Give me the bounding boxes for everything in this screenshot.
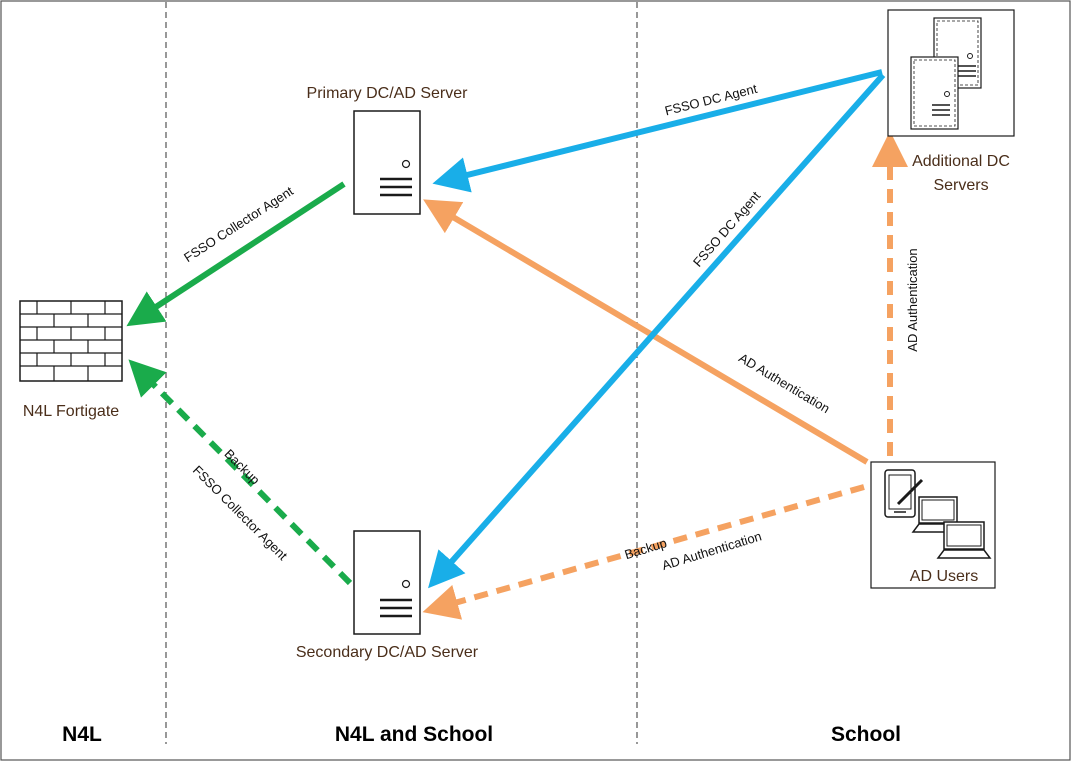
fsso-dc-agent-arrow-primary (432, 69, 883, 193)
ad-users-icon (870, 461, 996, 589)
ad-auth-vertical-label: AD Authentication (905, 248, 920, 351)
ad-users-label: AD Users (910, 568, 978, 585)
firewall-icon (19, 300, 123, 382)
zone-label-n4l: N4L (62, 723, 102, 746)
fsso-dc-agent-arrow-secondary (428, 73, 886, 589)
primary-server-icon (353, 110, 421, 215)
primary-server-label: Primary DC/AD Server (307, 85, 469, 102)
zone-label-n4l-and-school: N4L and School (335, 723, 493, 746)
secondary-server-icon (353, 530, 421, 635)
backup-fsso-collector-arrow (128, 359, 353, 586)
additional-dc-label-line2: Servers (933, 177, 988, 194)
additional-dc-label-line1: Additional DC (912, 153, 1010, 170)
zone-label-school: School (831, 723, 901, 746)
additional-dc-servers-icon (887, 9, 1015, 137)
secondary-server-label: Secondary DC/AD Server (296, 644, 479, 661)
fortigate-label: N4L Fortigate (23, 403, 119, 420)
backup-ad-auth-arrow (422, 484, 865, 620)
fsso-collector-arrow (126, 181, 346, 327)
